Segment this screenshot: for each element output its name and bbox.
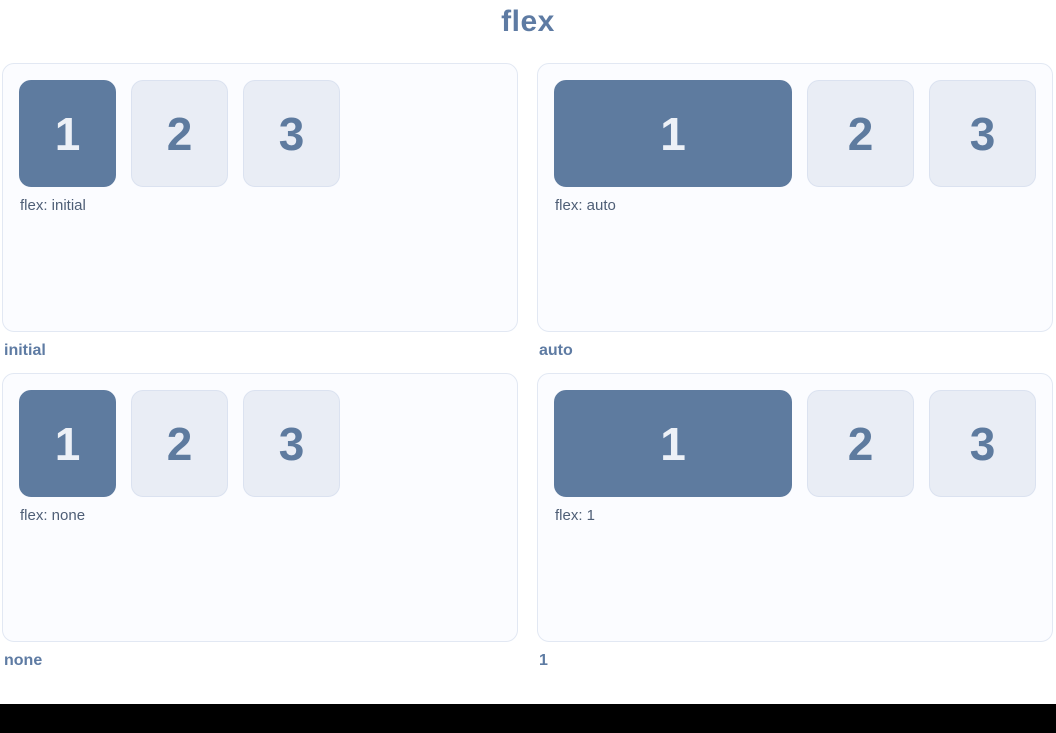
flex-value-label: flex: none xyxy=(20,507,86,524)
flex-item-3: 3 xyxy=(243,390,340,497)
example-caption-auto: auto xyxy=(539,342,573,359)
flex-item-2: 2 xyxy=(131,390,228,497)
flex-container-auto: 1 2 3 xyxy=(554,80,1036,187)
flex-value-label: flex: initial xyxy=(20,197,86,214)
flex-demo-panel-auto: 1 2 3 flex: auto xyxy=(537,63,1053,332)
flex-container-none: 1 2 3 xyxy=(19,390,501,497)
example-cell-auto: 1 2 3 flex: auto auto xyxy=(537,63,1053,373)
flex-item-1: 1 xyxy=(19,390,116,497)
example-cell-none: 1 2 3 flex: none none xyxy=(2,373,518,683)
flex-container-initial: 1 2 3 xyxy=(19,80,501,187)
flex-item-2: 2 xyxy=(807,390,914,497)
flex-item-1: 1 xyxy=(554,80,792,187)
flex-item-1: 1 xyxy=(19,80,116,187)
flex-item-2: 2 xyxy=(807,80,914,187)
flex-demo-panel-none: 1 2 3 flex: none xyxy=(2,373,518,642)
flex-item-2: 2 xyxy=(131,80,228,187)
examples-grid: 1 2 3 flex: initial initial 1 2 3 flex: … xyxy=(2,63,1053,683)
example-caption-none: none xyxy=(4,652,43,669)
example-caption-initial: initial xyxy=(4,342,46,359)
page-title: flex xyxy=(501,5,555,38)
flex-demo-panel-initial: 1 2 3 flex: initial xyxy=(2,63,518,332)
flex-item-3: 3 xyxy=(929,80,1036,187)
example-cell-1: 1 2 3 flex: 1 1 xyxy=(537,373,1053,683)
flex-value-label: flex: auto xyxy=(555,197,616,214)
example-caption-1: 1 xyxy=(539,652,548,669)
flex-item-3: 3 xyxy=(243,80,340,187)
flex-demo-panel-1: 1 2 3 flex: 1 xyxy=(537,373,1053,642)
flex-container-1: 1 2 3 xyxy=(554,390,1036,497)
flex-item-3: 3 xyxy=(929,390,1036,497)
footer-bar xyxy=(0,704,1056,733)
flex-item-1: 1 xyxy=(554,390,792,497)
flex-value-label: flex: 1 xyxy=(555,507,596,524)
example-cell-initial: 1 2 3 flex: initial initial xyxy=(2,63,518,373)
